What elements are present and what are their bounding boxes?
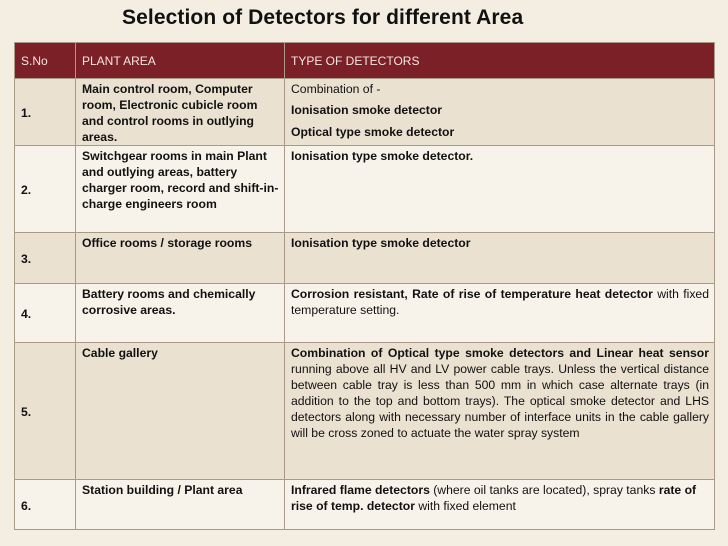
header-plant-area: PLANT AREA xyxy=(75,42,285,79)
table-row: 1. Main control room, Computer room, Ele… xyxy=(14,78,715,146)
row-detector-type: Corrosion resistant, Rate of rise of tem… xyxy=(284,283,715,343)
row-sno: 1. xyxy=(14,78,76,146)
row-sno: 3. xyxy=(14,232,76,284)
row-detector-type: Combination of - Ionisation smoke detect… xyxy=(284,78,715,146)
table-row: 5. Cable gallery Combination of Optical … xyxy=(14,342,715,480)
table-row: 3. Office rooms / storage rooms Ionisati… xyxy=(14,232,715,284)
row-plant-area: Cable gallery xyxy=(75,342,285,480)
detector-text: (where oil tanks are located), spray tan… xyxy=(429,483,659,497)
detectors-table: S.No PLANT AREA TYPE OF DETECTORS 1. Mai… xyxy=(14,42,715,530)
header-type-of-detectors: TYPE OF DETECTORS xyxy=(284,42,715,79)
row-plant-area: Office rooms / storage rooms xyxy=(75,232,285,284)
row-detector-type: Ionisation type smoke detector. xyxy=(284,145,715,233)
detector-bold-text: Infrared flame detectors xyxy=(291,483,430,497)
detector-line: Optical type smoke detector xyxy=(291,125,455,139)
row-plant-area: Station building / Plant area xyxy=(75,479,285,530)
row-sno: 4. xyxy=(14,283,76,343)
table-row: 6. Station building / Plant area Infrare… xyxy=(14,479,715,530)
detector-text: with fixed temperature setting. xyxy=(291,287,709,317)
detector-line: Ionisation smoke detector xyxy=(291,103,443,117)
row-sno: 2. xyxy=(14,145,76,233)
page-title: Selection of Detectors for different Are… xyxy=(122,6,524,29)
row-sno: 5. xyxy=(14,342,76,480)
row-sno: 6. xyxy=(14,479,76,530)
row-detector-type: Infrared flame detectors (where oil tank… xyxy=(284,479,715,530)
row-plant-area: Battery rooms and chemically corrosive a… xyxy=(75,283,285,343)
table-header-row: S.No PLANT AREA TYPE OF DETECTORS xyxy=(14,42,715,79)
header-sno: S.No xyxy=(14,42,76,79)
row-plant-area: Main control room, Computer room, Electr… xyxy=(75,78,285,146)
detector-bold-text: Corrosion resistant, Rate of rise of tem… xyxy=(291,287,653,301)
detector-text: with fixed element xyxy=(414,499,516,513)
table-row: 2. Switchgear rooms in main Plant and ou… xyxy=(14,145,715,233)
detector-bold-text: rate of rise of temp. detector xyxy=(291,483,697,513)
row-detector-type: Ionisation type smoke detector xyxy=(284,232,715,284)
row-detector-type: Combination of Optical type smoke detect… xyxy=(284,342,715,480)
detector-bold-text: Combination of Optical type smoke detect… xyxy=(291,346,709,360)
row-plant-area: Switchgear rooms in main Plant and outly… xyxy=(75,145,285,233)
table-row: 4. Battery rooms and chemically corrosiv… xyxy=(14,283,715,343)
detector-text: running above all HV and LV power cable … xyxy=(291,362,709,440)
detector-intro: Combination of - xyxy=(291,82,381,96)
